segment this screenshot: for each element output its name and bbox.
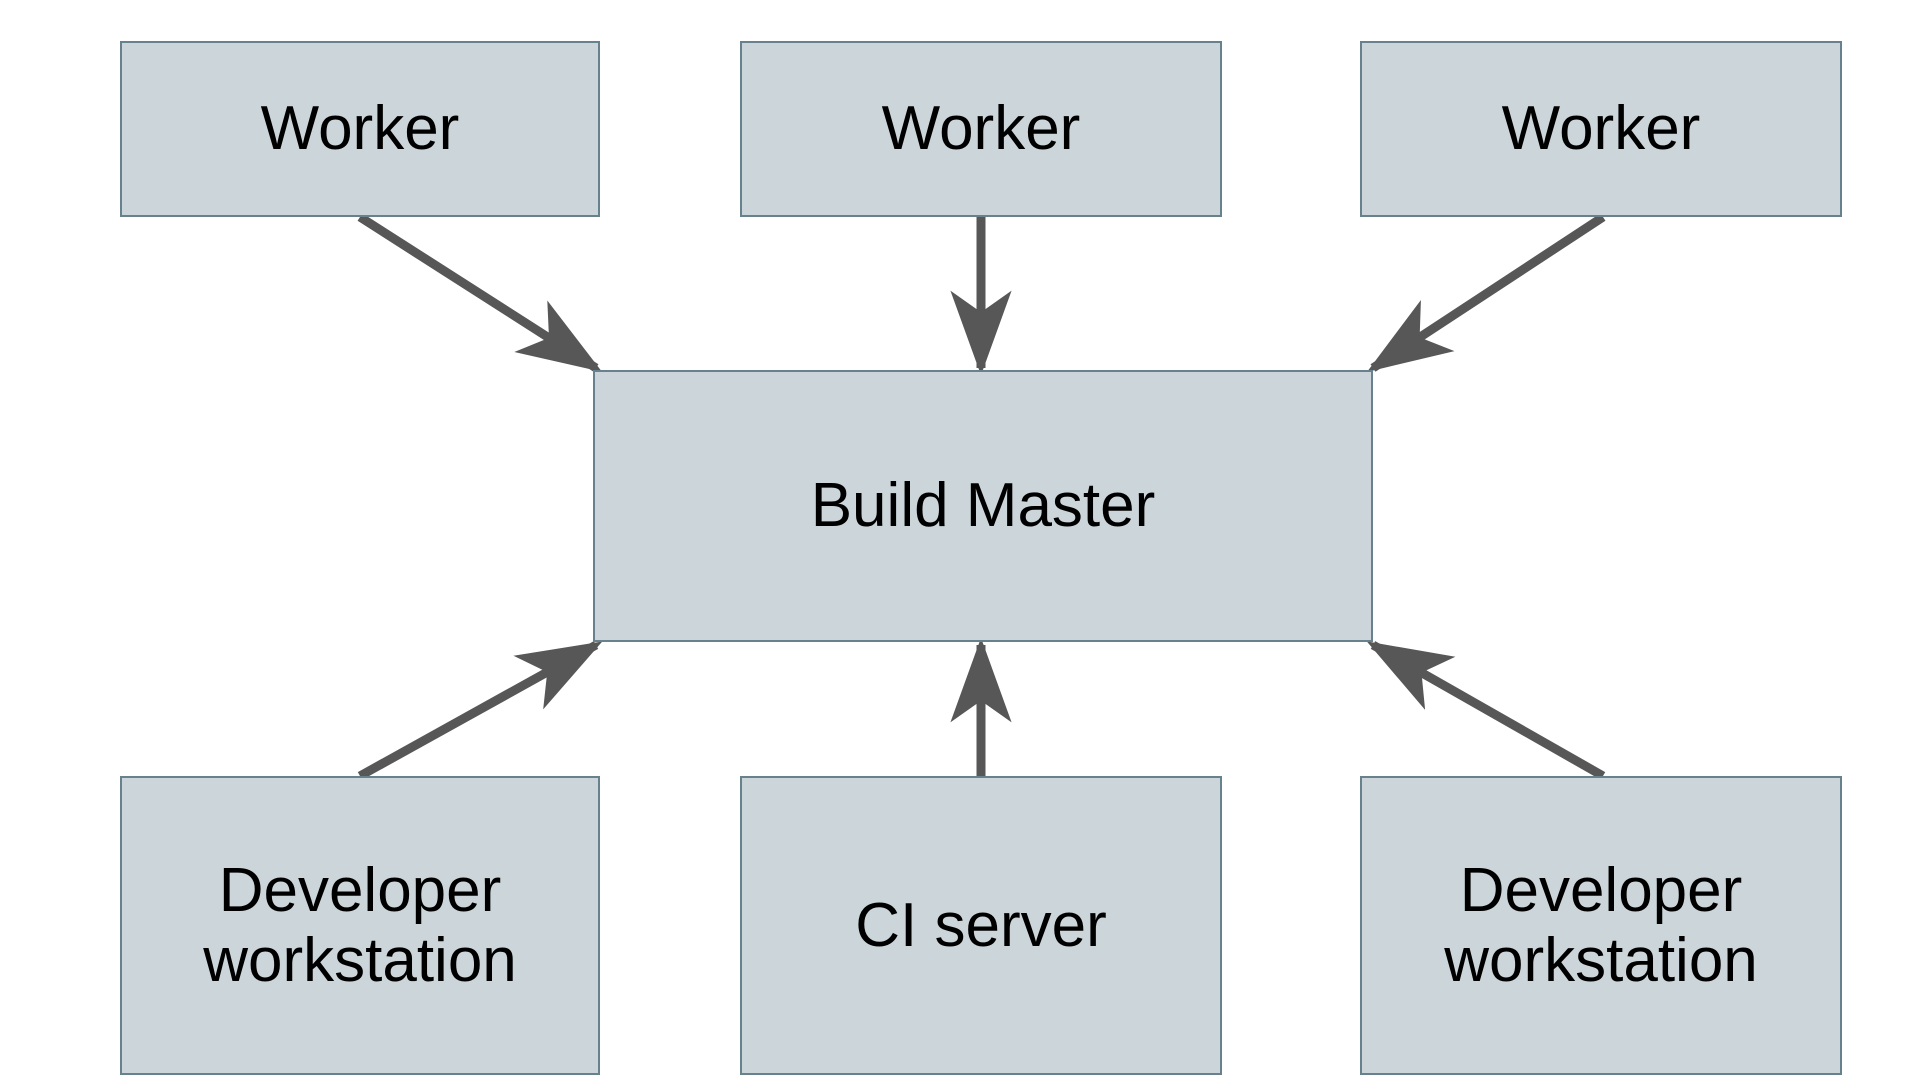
node-worker-1-label: Worker (260, 94, 460, 164)
node-worker-2[interactable]: Worker (740, 41, 1222, 217)
node-worker-3-label: Worker (1501, 94, 1701, 164)
node-developer-workstation-right[interactable]: Developer workstation (1360, 776, 1842, 1075)
node-build-master[interactable]: Build Master (593, 370, 1373, 642)
edge-dev-ws-2-to-build-master (1366, 641, 1606, 780)
edge-worker-3-to-build-master (1366, 213, 1606, 372)
node-developer-workstation-left[interactable]: Developer workstation (120, 776, 600, 1075)
edge-worker-1-to-build-master (357, 213, 603, 372)
node-developer-workstation-right-label: Developer workstation (1444, 856, 1758, 995)
node-ci-server-label: CI server (855, 890, 1107, 960)
node-ci-server[interactable]: CI server (740, 776, 1222, 1075)
node-developer-workstation-left-label: Developer workstation (203, 856, 517, 995)
node-build-master-label: Build Master (810, 471, 1156, 541)
edge-dev-ws-1-to-build-master (357, 641, 603, 780)
node-worker-3[interactable]: Worker (1360, 41, 1842, 217)
node-worker-1[interactable]: Worker (120, 41, 600, 217)
node-worker-2-label: Worker (881, 94, 1081, 164)
